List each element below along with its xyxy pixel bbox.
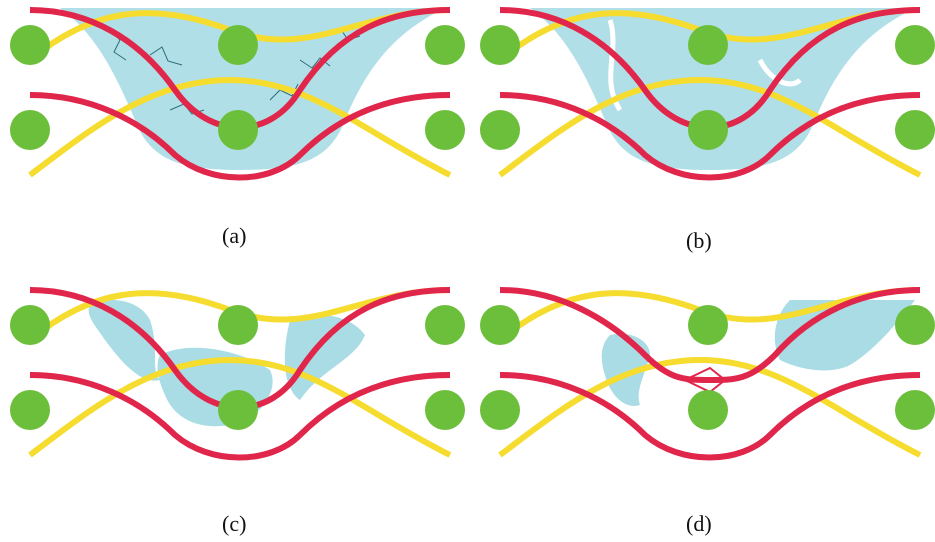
yellow-fiber-bottom xyxy=(498,356,922,458)
matrix-dot xyxy=(425,390,465,430)
fill-patch xyxy=(88,300,160,381)
red-fiber-top xyxy=(499,287,921,384)
matrix-dot xyxy=(895,110,935,150)
matrix-dot xyxy=(480,390,520,430)
red-fiber-bottom xyxy=(499,92,921,181)
matrix-dot xyxy=(688,110,728,150)
caption-b: (b) xyxy=(686,228,712,253)
matrix-dot xyxy=(425,110,465,150)
caption-a: (a) xyxy=(222,223,247,248)
panel-c xyxy=(0,280,465,480)
matrix-dot xyxy=(10,390,50,430)
fill-patch xyxy=(774,300,915,371)
matrix-dot xyxy=(688,305,728,345)
matrix-dot xyxy=(218,390,258,430)
yellow-fiber-bottom xyxy=(28,76,452,178)
matrix-dot xyxy=(895,25,935,65)
matrix-dot xyxy=(480,25,520,65)
panel-b-diagram xyxy=(480,7,935,181)
matrix-dot xyxy=(10,110,50,150)
damage-mark xyxy=(682,366,727,394)
panel-d-diagram xyxy=(480,287,935,461)
fill-region xyxy=(530,8,915,170)
matrix-dot xyxy=(218,110,258,150)
yellow-fiber-bottom xyxy=(28,356,452,458)
panel-b xyxy=(470,0,935,200)
panel-a xyxy=(0,0,465,200)
yellow-fiber-bottom xyxy=(498,76,922,178)
matrix-dot xyxy=(480,305,520,345)
matrix-dot xyxy=(218,25,258,65)
matrix-dot xyxy=(10,25,50,65)
crack-gap xyxy=(757,58,802,87)
fill-region xyxy=(60,8,445,170)
matrix-dot xyxy=(218,305,258,345)
matrix-dot xyxy=(895,305,935,345)
matrix-dot xyxy=(480,110,520,150)
red-fiber-bottom xyxy=(499,372,921,461)
caption-d: (d) xyxy=(686,511,712,536)
caption-c: (c) xyxy=(222,511,247,536)
panel-a-diagram xyxy=(10,7,465,181)
red-fiber-bottom xyxy=(29,92,451,181)
matrix-dot xyxy=(10,305,50,345)
panel-d xyxy=(470,280,935,480)
matrix-dot xyxy=(895,390,935,430)
matrix-dot xyxy=(688,390,728,430)
matrix-dot xyxy=(425,25,465,65)
matrix-dot xyxy=(425,305,465,345)
matrix-dot xyxy=(688,25,728,65)
red-fiber-bottom xyxy=(29,372,451,461)
panel-c-diagram xyxy=(10,287,465,461)
